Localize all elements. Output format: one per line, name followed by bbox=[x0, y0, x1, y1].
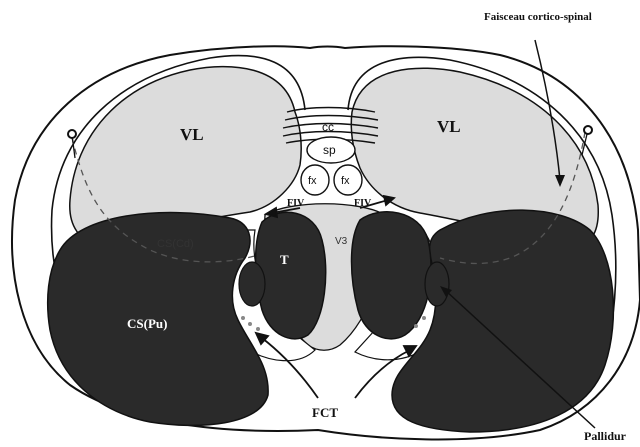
label-faisceau: Faisceau cortico-spinal bbox=[484, 11, 592, 23]
right-thalamus bbox=[352, 212, 432, 339]
right-pallidum bbox=[425, 262, 449, 306]
left-pin-marker bbox=[68, 130, 76, 138]
right-pin-marker bbox=[584, 126, 592, 134]
label-v3: V3 bbox=[335, 236, 348, 247]
label-fx-left: fx bbox=[308, 175, 317, 187]
left-thalamus bbox=[256, 212, 326, 339]
label-fiv-left: FIV bbox=[287, 198, 305, 209]
label-vl-left: VL bbox=[180, 125, 204, 144]
label-cs-pu: CS(Pu) bbox=[127, 316, 167, 331]
label-fct: FCT bbox=[312, 405, 338, 420]
left-pallidum bbox=[239, 262, 265, 306]
label-cc: cc bbox=[322, 120, 334, 134]
label-thalamus: T bbox=[280, 252, 289, 267]
label-fiv-right: FIV bbox=[354, 198, 372, 209]
label-vl-right: VL bbox=[437, 117, 461, 136]
label-cs-cd: CS(Cd) bbox=[157, 238, 194, 250]
label-sp: sp bbox=[323, 143, 336, 157]
label-pallidum: Pallidur bbox=[584, 429, 627, 443]
label-fx-right: fx bbox=[341, 175, 350, 187]
